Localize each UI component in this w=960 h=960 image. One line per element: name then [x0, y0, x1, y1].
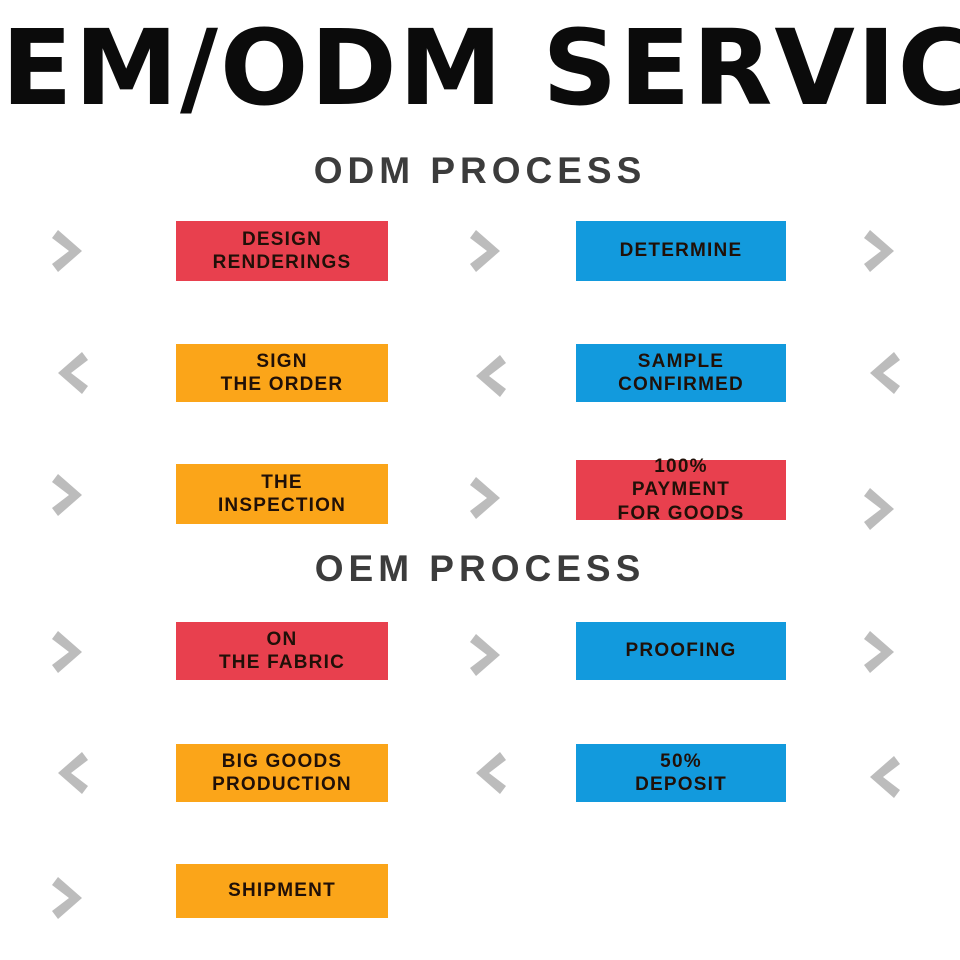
- section-header-oem: OEM PROCESS: [314, 548, 646, 589]
- process-node-label: ON THE FABRIC: [219, 628, 345, 673]
- process-node-determine[interactable]: DETERMINE: [576, 221, 786, 281]
- process-node-label: PROOFING: [625, 640, 737, 662]
- chevron-left-icon: [860, 348, 904, 398]
- chevron-right-icon: [466, 473, 510, 523]
- title-banner: OEM/ODM SERVICE: [0, 0, 960, 140]
- chevron-right-icon: [48, 470, 92, 520]
- process-node-label: 50% DEPOSIT: [635, 750, 727, 795]
- process-node-label: SIGN THE ORDER: [220, 350, 344, 395]
- page-title: OEM/ODM SERVICE: [0, 7, 960, 129]
- chevron-left-icon: [466, 351, 510, 401]
- chevron-left-icon: [466, 748, 510, 798]
- chevron-right-icon: [48, 873, 92, 923]
- process-row-oem-2: BIG GOODS PRODUCTION 50% DEPOSIT: [0, 730, 960, 816]
- chevron-left-icon: [48, 348, 92, 398]
- chevron-right-icon: [860, 484, 904, 534]
- chevron-left-icon: [48, 748, 92, 798]
- process-node-label: DESIGN RENDERINGS: [212, 228, 352, 273]
- chevron-right-icon: [466, 630, 510, 680]
- process-row-oem-3: SHIPMENT: [0, 852, 960, 932]
- chevron-right-icon: [466, 226, 510, 276]
- process-node-sample-confirmed[interactable]: SAMPLE CONFIRMED: [576, 344, 786, 402]
- chevron-right-icon: [48, 627, 92, 677]
- chevron-right-icon: [860, 226, 904, 276]
- process-node-proofing[interactable]: PROOFING: [576, 622, 786, 680]
- chevron-right-icon: [48, 226, 92, 276]
- process-node-shipment[interactable]: SHIPMENT: [176, 864, 388, 918]
- process-node-label: THE INSPECTION: [217, 471, 347, 516]
- process-node-label: SAMPLE CONFIRMED: [618, 350, 744, 395]
- process-node-label: DETERMINE: [619, 240, 743, 262]
- process-row-odm-3: THE INSPECTION 100% PAYMENT FOR GOODS: [0, 450, 960, 540]
- section-header-odm: ODM PROCESS: [313, 150, 647, 191]
- process-node-label: BIG GOODS PRODUCTION: [212, 750, 352, 795]
- chevron-right-icon: [860, 627, 904, 677]
- process-node-label: SHIPMENT: [228, 880, 336, 902]
- process-node-50-percent-deposit[interactable]: 50% DEPOSIT: [576, 744, 786, 802]
- process-node-sign-the-order[interactable]: SIGN THE ORDER: [176, 344, 388, 402]
- process-node-design-renderings[interactable]: DESIGN RENDERINGS: [176, 221, 388, 281]
- process-node-the-inspection[interactable]: THE INSPECTION: [176, 464, 388, 524]
- process-row-oem-1: ON THE FABRIC PROOFING: [0, 608, 960, 696]
- process-row-odm-2: SIGN THE ORDER SAMPLE CONFIRMED: [0, 330, 960, 416]
- process-node-label: 100% PAYMENT FOR GOODS: [617, 456, 745, 524]
- process-node-on-the-fabric[interactable]: ON THE FABRIC: [176, 622, 388, 680]
- process-node-big-goods-production[interactable]: BIG GOODS PRODUCTION: [176, 744, 388, 802]
- process-node-100-percent-payment-for-goods[interactable]: 100% PAYMENT FOR GOODS: [576, 456, 786, 524]
- process-row-odm-1: DESIGN RENDERINGS DETERMINE: [0, 207, 960, 295]
- chevron-left-icon: [860, 752, 904, 802]
